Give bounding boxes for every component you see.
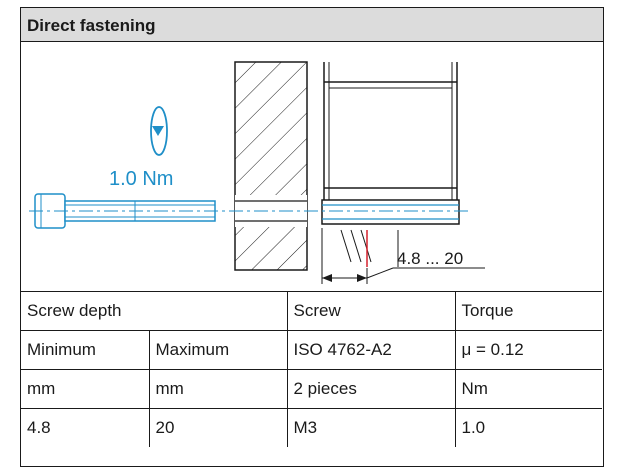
table-header-row: Screw depth Screw Torque — [21, 291, 602, 331]
screw-spec-table: Screw depth Screw Torque Minimum Maximum… — [21, 291, 602, 447]
minimum-label: Minimum — [21, 330, 150, 370]
table-row: mm mm 2 pieces Nm — [21, 369, 602, 409]
max-depth-value: 20 — [148, 408, 288, 447]
max-unit: mm — [148, 369, 288, 409]
torque-unit: Nm — [454, 369, 602, 409]
table-row: 4.8 20 M3 1.0 — [21, 408, 602, 447]
screw-depth-header: Screw depth — [21, 291, 288, 331]
min-unit: mm — [21, 369, 150, 409]
table-row: Minimum Maximum ISO 4762-A2 μ = 0.12 — [21, 330, 602, 370]
dimension-marker — [321, 228, 485, 284]
fastening-diagram: 1.0 Nm — [29, 61, 485, 284]
sensor-housing-icon — [321, 62, 460, 267]
min-depth-value: 4.8 — [21, 408, 150, 447]
panel-title: Direct fastening — [27, 16, 156, 35]
screw-header: Screw — [286, 291, 456, 331]
rotation-arrow-icon — [150, 106, 168, 156]
mounting-wall-icon — [234, 61, 308, 271]
friction-coefficient: μ = 0.12 — [454, 330, 602, 370]
maximum-label: Maximum — [148, 330, 288, 370]
torque-value: 1.0 — [454, 408, 602, 447]
screw-size: M3 — [286, 408, 456, 447]
title-bar: Direct fastening — [21, 8, 603, 42]
direct-fastening-panel: Direct fastening 1.0 Nm — [20, 7, 604, 467]
torque-header: Torque — [454, 291, 602, 331]
screw-count: 2 pieces — [286, 369, 456, 409]
torque-label: 1.0 Nm — [109, 168, 173, 190]
iso-standard: ISO 4762-A2 — [286, 330, 456, 370]
dimension-label: 4.8 ... 20 — [397, 249, 463, 268]
